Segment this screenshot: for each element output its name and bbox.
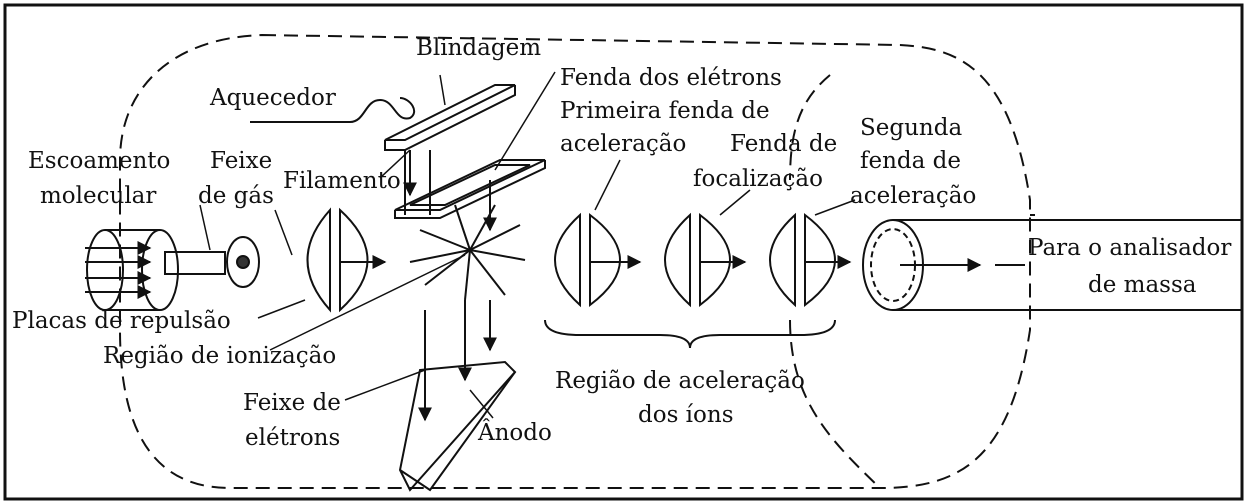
- label-primeira-fenda-2: aceleração: [560, 131, 686, 157]
- electron-slit: [394, 159, 546, 232]
- label-segunda-fenda-2: fenda de: [860, 148, 961, 174]
- label-feixe-eletrons-1: Feixe de: [243, 390, 341, 416]
- label-aquecedor: Aquecedor: [209, 85, 336, 111]
- frame: [3, 3, 1244, 501]
- anode: [398, 300, 517, 492]
- label-fenda-focal-2: focalização: [693, 166, 823, 192]
- label-segunda-fenda-3: aceleração: [850, 183, 976, 209]
- label-fenda-focal-1: Fenda de: [730, 131, 837, 157]
- label-primeira-fenda-1: Primeira fenda de: [560, 98, 770, 124]
- label-regiao-ionizacao: Região de ionização: [103, 343, 336, 369]
- shield: [384, 84, 516, 215]
- label-filamento: Filamento: [283, 168, 401, 194]
- vacuum-envelope: [119, 33, 1035, 489]
- label-analisador-1: Para o analisador: [1028, 235, 1231, 261]
- label-feixe-gas-1: Feixe: [210, 148, 272, 174]
- repeller-lens: [306, 207, 387, 313]
- repeller-cylinder: [85, 229, 260, 311]
- label-placas-repulsao: Placas de repulsão: [12, 308, 231, 334]
- label-fenda-eletrons: Fenda dos elétrons: [560, 65, 782, 91]
- exit-tube: [862, 219, 1242, 311]
- label-analisador-2: de massa: [1088, 272, 1197, 298]
- label-escoamento-1: Escoamento: [28, 148, 170, 174]
- acceleration-lenses: [554, 212, 852, 308]
- heater-coil: [250, 97, 416, 123]
- label-anodo: Ânodo: [477, 419, 552, 446]
- label-feixe-gas-2: de gás: [198, 183, 274, 209]
- label-escoamento-2: molecular: [40, 183, 156, 209]
- ionization-burst: [409, 204, 526, 301]
- label-regiao-aceleracao-2: dos íons: [638, 402, 734, 428]
- label-segunda-fenda-1: Segunda: [860, 115, 962, 141]
- label-blindagem: Blindagem: [416, 35, 541, 61]
- acceleration-brace: [544, 319, 836, 349]
- label-feixe-eletrons-2: elétrons: [245, 425, 340, 451]
- pointer-lines: [199, 71, 856, 419]
- label-regiao-aceleracao-1: Região de aceleração: [555, 368, 805, 394]
